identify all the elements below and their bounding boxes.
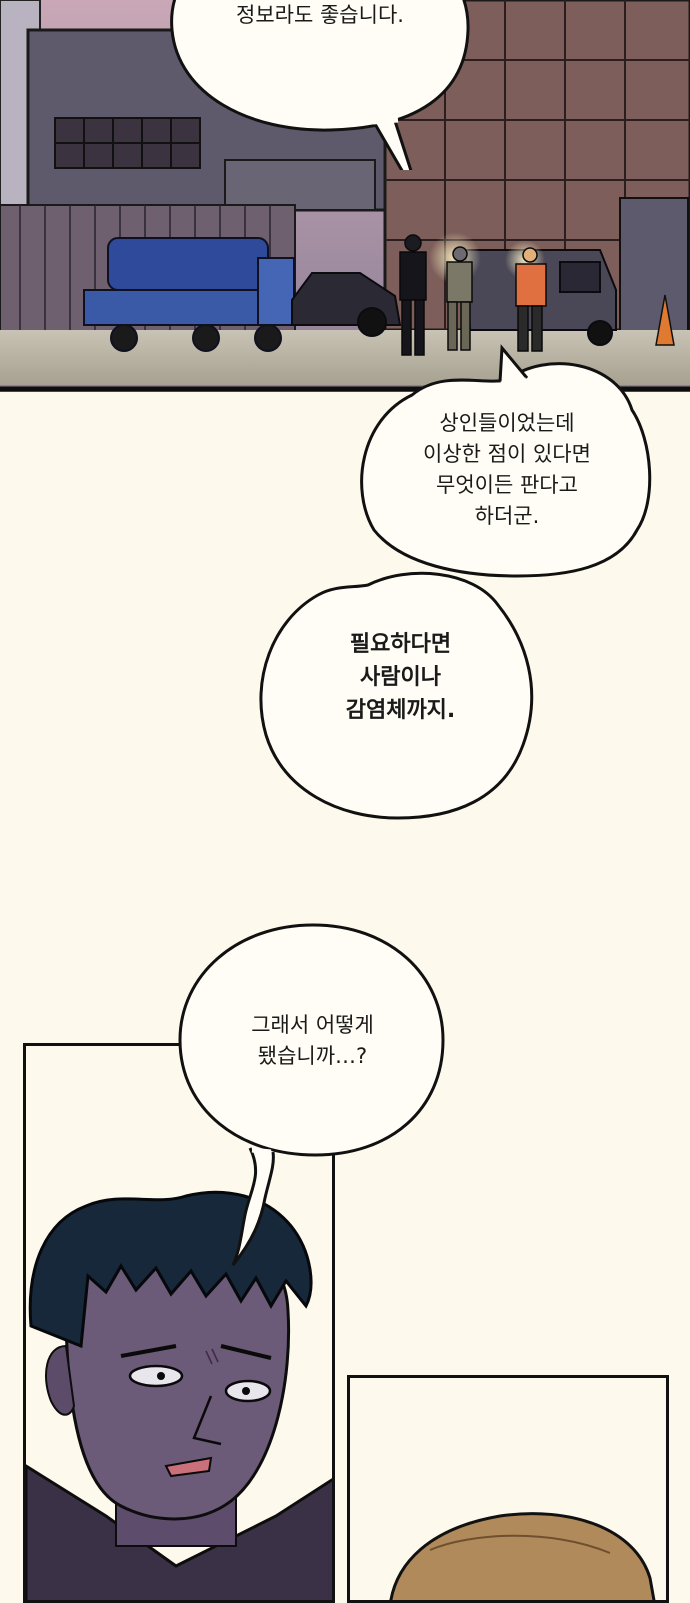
speech-bubble-merchants: 상인들이었는데 이상한 점이 있다면 무엇이든 판다고 하더군.: [352, 340, 662, 585]
bubble-line: 무엇이든 판다고: [436, 473, 578, 497]
bubble-line: 감염체까지.: [345, 698, 456, 723]
hat-panel: [347, 1375, 669, 1603]
speech-bubble-needs: 필요하다면 사람이나 감염체까지.: [258, 560, 543, 830]
bubble-line: 됐습니까…?: [257, 1044, 368, 1068]
bubble-needs-text: 필요하다면 사람이나 감염체까지.: [258, 628, 543, 727]
bubble-question-text: 그래서 어떻게 됐습니까…?: [175, 1010, 450, 1072]
hat-illustration: [350, 1378, 666, 1600]
bubble-merchants-text: 상인들이었는데 이상한 점이 있다면 무엇이든 판다고 하더군.: [352, 408, 662, 532]
bubble-top-text: 정보라도 좋습니다.: [160, 0, 480, 31]
bubble-line: 정보라도 좋습니다.: [236, 3, 404, 27]
bubble-line: 하더군.: [474, 504, 540, 528]
bubble-line: 사람이나: [360, 665, 441, 690]
speech-bubble-top: 정보라도 좋습니다.: [160, 0, 480, 170]
bubble-line: 그래서 어떻게: [251, 1013, 374, 1037]
bubble-line: 상인들이었는데: [439, 411, 575, 435]
bubble-line: 필요하다면: [349, 632, 452, 657]
speech-bubble-question: 그래서 어떻게 됐습니까…?: [175, 920, 450, 1270]
bubble-line: 이상한 점이 있다면: [423, 442, 591, 466]
